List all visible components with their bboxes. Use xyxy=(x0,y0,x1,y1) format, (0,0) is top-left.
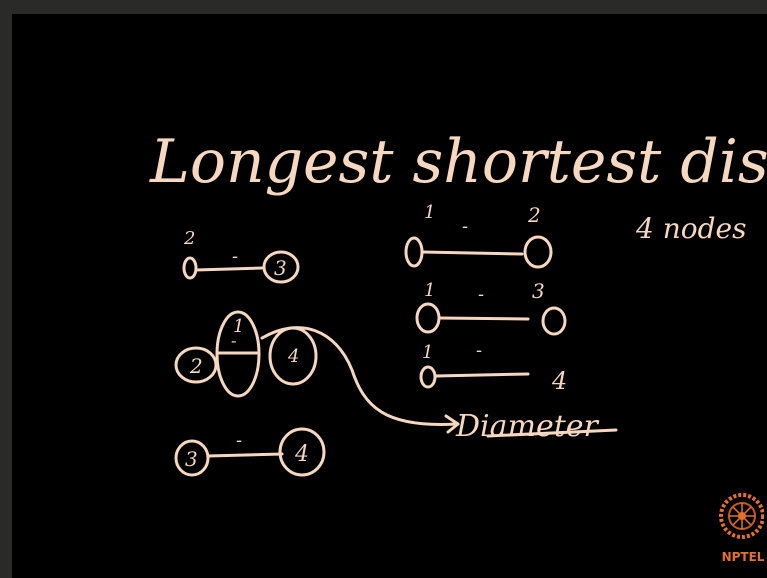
right-graph-2: 1 - 3 xyxy=(415,279,567,336)
node-circle xyxy=(523,235,553,269)
diameter-underline xyxy=(486,428,618,438)
edge-line xyxy=(206,452,284,458)
node-circle xyxy=(174,439,210,477)
node-circle xyxy=(262,250,300,284)
edge-mark: - xyxy=(231,331,236,350)
left-graph-3: 3 - 4 xyxy=(174,427,326,477)
node-circle xyxy=(541,306,567,336)
nptel-logo-text: NPTEL xyxy=(721,550,765,564)
node-label: 3 xyxy=(185,447,198,471)
node-label: 1 xyxy=(233,316,244,337)
edge-mark: - xyxy=(478,284,484,305)
right-graph-1: 1 - 2 xyxy=(404,202,553,269)
arrow-head-icon xyxy=(444,414,460,434)
edge-mark: - xyxy=(236,430,242,451)
node-label: 1 xyxy=(424,202,435,223)
edge-line xyxy=(194,266,264,272)
edge-mark: - xyxy=(476,340,482,361)
node-circle xyxy=(404,236,424,268)
node-circle xyxy=(419,365,437,389)
node-label: 2 xyxy=(183,228,195,249)
node-label: 2 xyxy=(189,354,203,378)
left-graph-2: 2 1 - 4 xyxy=(174,310,460,434)
right-graph-3: 1 - 4 xyxy=(419,340,567,395)
node-label: 2 xyxy=(527,203,541,227)
node-circle xyxy=(278,427,326,477)
diameter-label: Diameter xyxy=(455,409,600,444)
node-label: 4 xyxy=(551,367,567,395)
nptel-logo-icon xyxy=(719,493,764,539)
node-label: 4 xyxy=(287,346,299,367)
node-label: 1 xyxy=(424,280,435,301)
node-label: 3 xyxy=(532,279,545,303)
slide-title: Longest shortest distance xyxy=(149,127,767,197)
edge-mark: - xyxy=(462,216,468,237)
edge-line xyxy=(438,316,530,321)
left-graph-1: 2 - 3 xyxy=(182,228,300,284)
nodes-note: 4 nodes xyxy=(635,212,746,245)
node-circle xyxy=(415,302,441,334)
node-circle xyxy=(182,256,198,280)
edge-line xyxy=(434,372,530,378)
window-border-left xyxy=(0,0,12,578)
node-label: 4 xyxy=(294,442,309,467)
diameter-arrow xyxy=(260,326,458,426)
node-label: 1 xyxy=(422,342,433,363)
whiteboard-canvas xyxy=(12,14,767,578)
edge-line xyxy=(420,250,524,256)
window-border-top xyxy=(0,0,767,14)
node-label: 3 xyxy=(274,256,287,280)
edge-mark: - xyxy=(232,246,238,267)
node-circle xyxy=(174,346,218,384)
